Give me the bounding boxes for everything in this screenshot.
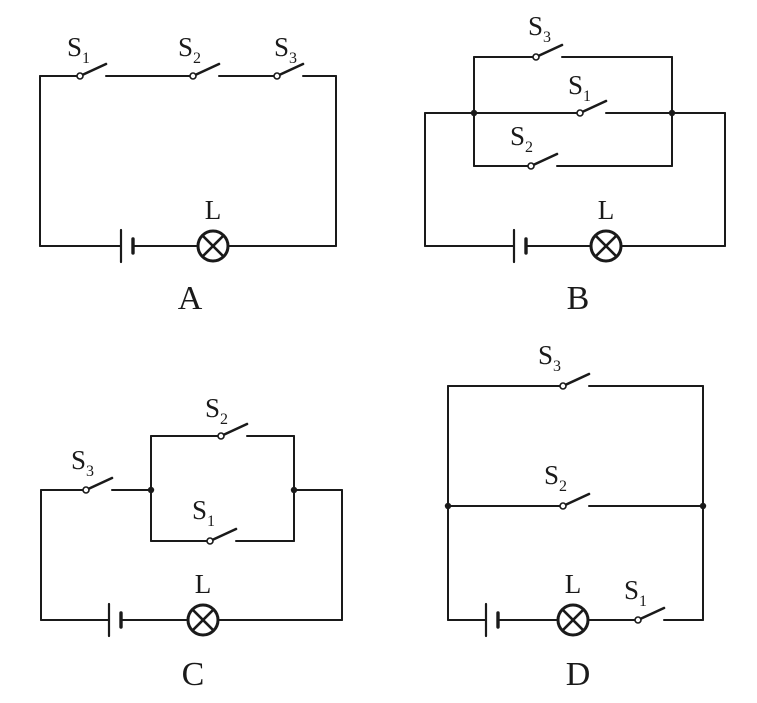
- circuit-a: S1 S2 S3 L A: [39, 32, 337, 317]
- switch-label-c-1: S1: [192, 495, 215, 530]
- switch-a-3: [273, 62, 305, 80]
- junction-node: [290, 486, 298, 494]
- switch-label-a-3: S3: [274, 32, 297, 67]
- lamp: [589, 229, 623, 263]
- junction-node: [470, 109, 478, 117]
- lamp-label-d: L: [565, 569, 582, 599]
- lamp-label-a: L: [205, 195, 222, 225]
- junction-node: [147, 486, 155, 494]
- switch-label-a-1: S1: [67, 32, 90, 67]
- switch-c-3: [82, 476, 114, 494]
- caption-b: B: [567, 280, 590, 317]
- battery: [484, 602, 500, 638]
- switch-d-2: [559, 492, 591, 510]
- lamp-label-b: L: [598, 195, 615, 225]
- caption-a: A: [178, 280, 203, 317]
- caption-d: D: [566, 656, 591, 693]
- switch-c-2: [217, 422, 249, 440]
- switch-d-3: [559, 372, 591, 390]
- caption-c: C: [182, 656, 205, 693]
- switch-c-1: [206, 527, 238, 545]
- switch-label-a-2: S2: [178, 32, 201, 67]
- circuit-c: S3 S2 S1 L C: [40, 393, 343, 693]
- switch-a-2: [189, 62, 221, 80]
- switch-label-b-2: S2: [510, 121, 533, 156]
- lamp-label-c: L: [195, 569, 212, 599]
- lamp: [556, 603, 590, 637]
- switch-a-1: [76, 62, 108, 80]
- lamp: [186, 603, 220, 637]
- battery: [119, 228, 135, 264]
- junction-node: [699, 502, 707, 510]
- switch-label-d-2: S2: [544, 460, 567, 495]
- circuit-d: S3 S2 S1 L D: [444, 340, 707, 693]
- junction-node: [668, 109, 676, 117]
- switch-d-1: [634, 606, 666, 624]
- switch-b-1: [576, 99, 608, 117]
- circuit-a-wires: [39, 75, 337, 247]
- switch-b-3: [532, 43, 564, 61]
- switch-label-b-3: S3: [528, 11, 551, 46]
- switch-label-c-2: S2: [205, 393, 228, 428]
- switch-label-d-3: S3: [538, 340, 561, 375]
- battery: [512, 228, 528, 264]
- switch-label-d-1: S1: [624, 575, 647, 610]
- lamp: [196, 229, 230, 263]
- battery: [107, 602, 123, 638]
- switch-label-b-1: S1: [568, 70, 591, 105]
- junction-node: [444, 502, 452, 510]
- circuit-b: S3 S1 S2 L B: [424, 11, 726, 317]
- switch-b-2: [527, 152, 559, 170]
- switch-label-c-3: S3: [71, 445, 94, 480]
